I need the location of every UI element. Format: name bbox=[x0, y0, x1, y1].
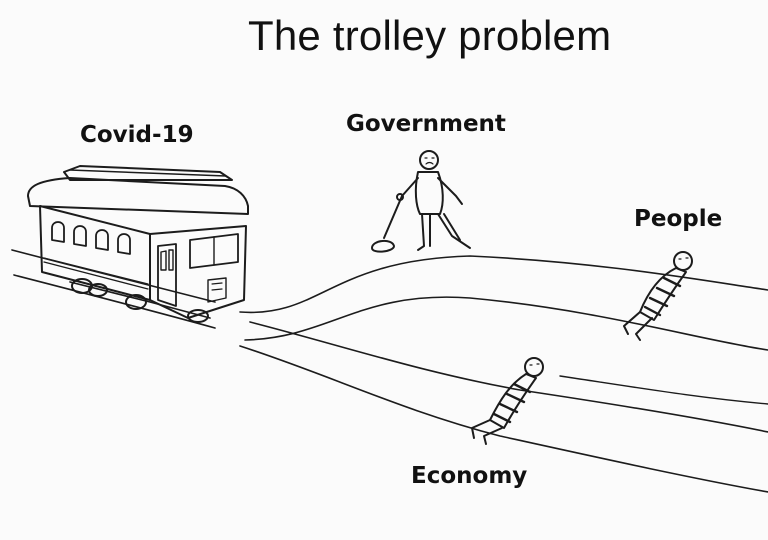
upper-track-person-label: People bbox=[634, 206, 723, 232]
lower-track-person-drawing bbox=[471, 357, 544, 445]
track-lines bbox=[11, 249, 768, 493]
trolley-drawing bbox=[27, 165, 249, 323]
lower-track-person-label: Economy bbox=[411, 463, 528, 489]
lever-person-drawing bbox=[371, 150, 471, 253]
meme-title: The trolley problem bbox=[248, 12, 612, 59]
trolley-label: Covid-19 bbox=[80, 122, 194, 148]
upper-track-person-drawing bbox=[623, 251, 693, 341]
lever-person-label: Government bbox=[346, 111, 506, 137]
